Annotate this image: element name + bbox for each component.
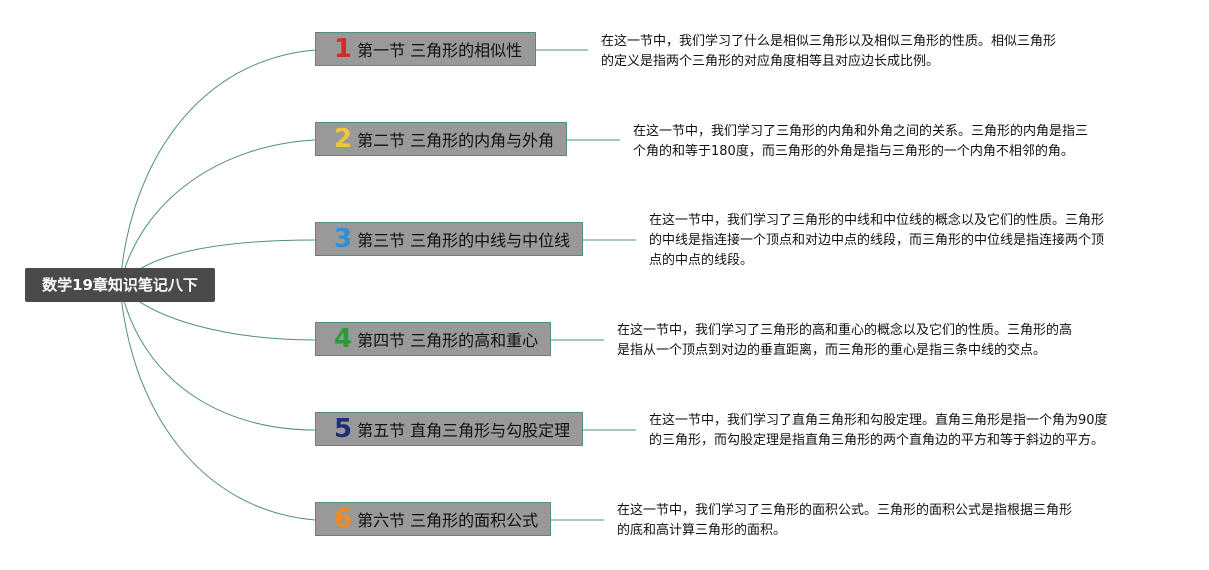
section-number-5: 5	[334, 414, 352, 444]
branch-line-2	[119, 139, 316, 286]
root-node[interactable]: 数学19章知识笔记八下	[25, 268, 215, 302]
section-title-1: 第一节 三角形的相似性	[357, 41, 523, 60]
note-line: 的中线是指连接一个顶点和对边中点的线段，而三角形的中位线是指连接两个顶	[649, 233, 1105, 248]
section-number-2: 2	[334, 124, 352, 154]
note-line: 在这一节中，我们学习了三角形的高和重心的概念以及它们的性质。三角形的高	[617, 323, 1073, 338]
section-title-6: 第六节 三角形的面积公式	[357, 511, 539, 530]
section-title-4: 第四节 三角形的高和重心	[357, 331, 539, 350]
section-title-5: 第五节 直角三角形与勾股定理	[357, 421, 571, 440]
section-note-6: 在这一节中，我们学习了三角形的面积公式。三角形的面积公式是指根据三角形 的底和高…	[617, 501, 1072, 541]
note-line: 的定义是指两个三角形的对应角度相等且对应边长成比例。	[601, 54, 940, 69]
section-number-6: 6	[334, 504, 352, 534]
note-line: 在这一节中，我们学习了三角形的内角和外角之间的关系。三角形的内角是指三	[633, 124, 1089, 139]
section-title-3: 第三节 三角形的中线与中位线	[357, 231, 571, 250]
note-line: 在这一节中，我们学习了三角形的中线和中位线的概念以及它们的性质。三角形	[649, 213, 1105, 228]
section-note-5: 在这一节中，我们学习了直角三角形和勾股定理。直角三角形是指一个角为90度 的三角…	[649, 411, 1108, 451]
note-line: 个角的和等于180度，而三角形的外角是指与三角形的一个内角不相邻的角。	[633, 144, 1074, 159]
note-line: 在这一节中，我们学习了三角形的面积公式。三角形的面积公式是指根据三角形	[617, 503, 1073, 518]
note-line: 点的中点的线段。	[649, 253, 754, 268]
section-number-1: 1	[334, 34, 352, 64]
section-node-1[interactable]: 1 第一节 三角形的相似性	[315, 32, 536, 66]
section-node-3[interactable]: 3 第三节 三角形的中线与中位线	[315, 222, 583, 256]
section-node-6[interactable]: 6 第六节 三角形的面积公式	[315, 502, 551, 536]
branch-line-6	[119, 284, 316, 521]
section-node-5[interactable]: 5 第五节 直角三角形与勾股定理	[315, 412, 583, 446]
note-line: 的底和高计算三角形的面积。	[617, 523, 787, 538]
note-line: 是指从一个顶点到对边的垂直距离，而三角形的重心是指三条中线的交点。	[617, 343, 1047, 358]
branch-line-1	[119, 49, 316, 286]
branch-line-5	[119, 284, 316, 431]
section-note-1: 在这一节中，我们学习了什么是相似三角形以及相似三角形的性质。相似三角形 的定义是…	[601, 32, 1056, 72]
section-number-4: 4	[334, 324, 352, 354]
note-line: 在这一节中，我们学习了直角三角形和勾股定理。直角三角形是指一个角为90度	[649, 413, 1108, 428]
section-title-2: 第二节 三角形的内角与外角	[357, 131, 555, 150]
section-note-2: 在这一节中，我们学习了三角形的内角和外角之间的关系。三角形的内角是指三 个角的和…	[633, 122, 1088, 162]
section-node-4[interactable]: 4 第四节 三角形的高和重心	[315, 322, 551, 356]
section-node-2[interactable]: 2 第二节 三角形的内角与外角	[315, 122, 567, 156]
section-note-4: 在这一节中，我们学习了三角形的高和重心的概念以及它们的性质。三角形的高 是指从一…	[617, 321, 1072, 361]
note-line: 在这一节中，我们学习了什么是相似三角形以及相似三角形的性质。相似三角形	[601, 34, 1057, 49]
note-line: 的三角形，而勾股定理是指直角三角形的两个直角边的平方和等于斜边的平方。	[649, 433, 1105, 448]
section-note-3: 在这一节中，我们学习了三角形的中线和中位线的概念以及它们的性质。三角形 的中线是…	[649, 211, 1104, 271]
section-number-3: 3	[334, 224, 352, 254]
